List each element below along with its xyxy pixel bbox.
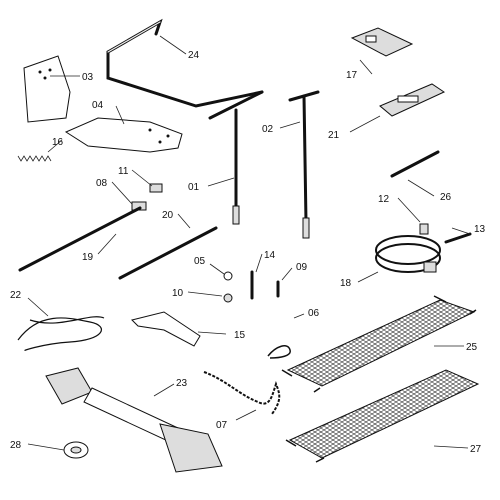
part-13-bolt — [444, 232, 472, 244]
callout-24: 24 — [188, 50, 200, 61]
callout-06: 06 — [308, 308, 320, 319]
callout-10: 10 — [172, 288, 184, 299]
part-06-pin — [267, 345, 291, 359]
callout-12: 12 — [378, 194, 390, 205]
callout-23: 23 — [176, 378, 188, 389]
callout-04: 04 — [92, 100, 104, 111]
callout-05: 05 — [194, 256, 206, 267]
part-02-tbar — [288, 90, 320, 239]
part-15-bracket — [131, 311, 201, 347]
part-01-tbar — [208, 90, 264, 225]
part-03-plate — [23, 55, 71, 123]
part-07-chain — [203, 371, 281, 415]
part-28-ring — [63, 441, 89, 459]
part-16-spring — [17, 155, 52, 162]
part-10-nut — [223, 293, 233, 303]
callout-07: 07 — [216, 420, 228, 431]
part-19-rod — [18, 206, 142, 272]
leader-lines — [27, 35, 471, 451]
callout-18: 18 — [340, 278, 352, 289]
callout-17: 17 — [346, 70, 358, 81]
callout-03: 03 — [82, 72, 94, 83]
callout-02: 02 — [262, 124, 274, 135]
callout-25: 25 — [466, 342, 478, 353]
callout-16: 16 — [52, 137, 64, 148]
part-26-rod — [390, 150, 440, 178]
part-24-ubar — [106, 18, 264, 108]
callout-26: 26 — [440, 192, 452, 203]
part-04-plate — [64, 117, 183, 153]
callout-09: 09 — [296, 262, 308, 273]
callout-22: 22 — [10, 290, 22, 301]
callout-19: 19 — [82, 252, 94, 263]
part-27-mesh-tray — [285, 369, 480, 463]
part-17-pad — [350, 27, 414, 57]
callout-27: 27 — [470, 444, 482, 455]
callout-08: 08 — [96, 178, 108, 189]
callout-15: 15 — [234, 330, 246, 341]
callout-01: 01 — [188, 182, 200, 193]
callout-11: 11 — [118, 166, 129, 177]
part-21-pad — [379, 83, 446, 117]
callout-21: 21 — [328, 130, 340, 141]
part-18-clamp — [375, 223, 441, 273]
part-25-mesh-tray — [281, 295, 477, 393]
callout-14: 14 — [264, 250, 276, 261]
callout-20: 20 — [162, 210, 174, 221]
callout-28: 28 — [10, 440, 22, 451]
part-11-fitting — [149, 183, 163, 193]
part-20-rod — [118, 226, 218, 280]
part-23-driveshaft — [45, 367, 223, 473]
part-22-cable — [17, 316, 105, 351]
callout-13: 13 — [474, 224, 486, 235]
part-05-washer — [223, 271, 233, 281]
